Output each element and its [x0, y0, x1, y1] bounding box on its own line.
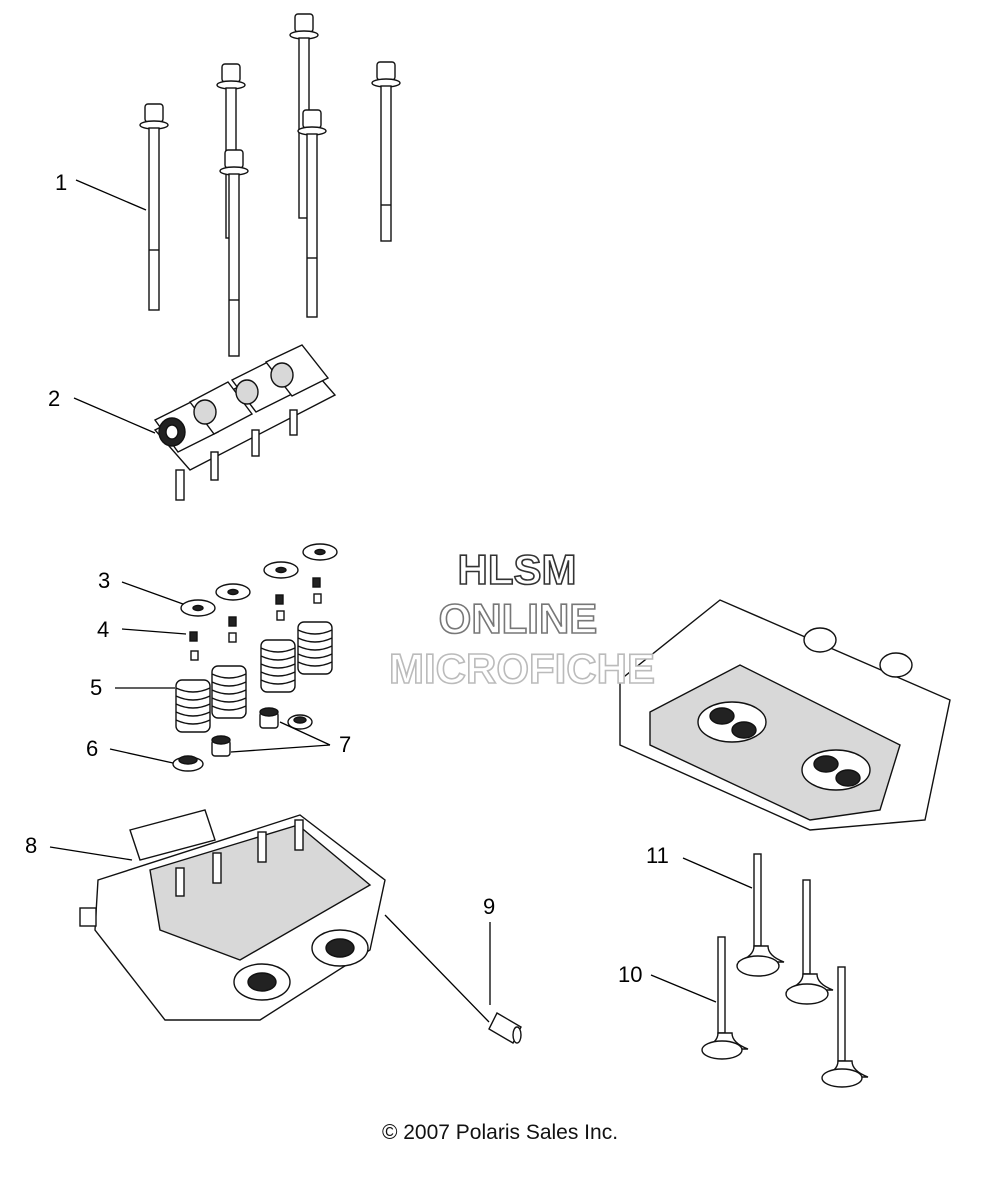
- callout-9: 9: [483, 894, 495, 919]
- valve-retainer: [180, 599, 216, 617]
- callout-10: 10: [618, 962, 642, 987]
- valve-keeper: [228, 616, 237, 643]
- cylinder-head-underside: [619, 599, 951, 831]
- leader-lines: [49, 179, 753, 1023]
- valve-keeper: [189, 631, 199, 661]
- leader-line: [109, 748, 174, 764]
- exhaust-valve: [701, 936, 749, 1060]
- valve-stem-seal: [287, 714, 313, 730]
- valve-keeper: [312, 577, 322, 604]
- valve-stem-seals: [211, 707, 313, 757]
- rocker-arm-assembly: [153, 344, 337, 501]
- valve-springs: [175, 621, 333, 733]
- exhaust-valves: [701, 936, 869, 1088]
- spring-seat: [172, 755, 204, 772]
- leader-line: [75, 179, 147, 211]
- valve-spring: [260, 639, 296, 693]
- leader-line: [121, 581, 184, 605]
- callout-3: 3: [98, 568, 110, 593]
- copyright-notice: © 2007 Polaris Sales Inc.: [381, 1121, 619, 1144]
- callout-labels: 1 2 3 4 5 6 7 8 9 10 11: [25, 170, 669, 987]
- valve-stem-seal: [259, 707, 279, 729]
- valve-keepers: [189, 577, 322, 661]
- head-bolt: [219, 149, 249, 357]
- watermark-line-1: HLSM: [458, 546, 577, 593]
- callout-2: 2: [48, 386, 60, 411]
- intake-valves: [736, 853, 834, 1005]
- callout-6: 6: [86, 736, 98, 761]
- valve-spring: [211, 665, 247, 719]
- head-bolt: [371, 61, 401, 242]
- leader-line: [650, 974, 717, 1003]
- callout-7: 7: [339, 732, 351, 757]
- leader-line: [279, 721, 331, 746]
- cylinder-head-stud: [175, 867, 185, 897]
- callout-8: 8: [25, 833, 37, 858]
- callout-4: 4: [97, 617, 109, 642]
- callout-5: 5: [90, 675, 102, 700]
- head-bolt: [297, 109, 327, 318]
- leader-line: [73, 397, 156, 434]
- leader-line: [230, 744, 331, 753]
- valve-retainer: [263, 561, 299, 579]
- leader-line: [384, 914, 490, 1023]
- leader-line: [49, 846, 133, 861]
- leader-line: [682, 857, 753, 889]
- callout-1: 1: [55, 170, 67, 195]
- exhaust-valve: [821, 966, 869, 1088]
- valve-stem-seal: [211, 735, 231, 757]
- valve-retainer: [302, 543, 338, 561]
- cylinder-head-stud: [212, 852, 222, 884]
- callout-11: 11: [646, 843, 669, 868]
- dowel-pin: [488, 1012, 522, 1044]
- cylinder-head-stud: [294, 819, 304, 851]
- intake-valve: [736, 853, 785, 977]
- watermark-line-3: MICROFICHE: [389, 645, 655, 692]
- valve-spring: [297, 621, 333, 675]
- cylinder-head-stud: [257, 831, 267, 863]
- valve-retainers: [180, 543, 338, 617]
- valve-spring: [175, 679, 211, 733]
- leader-line: [121, 628, 187, 635]
- head-bolt: [139, 103, 169, 311]
- cylinder-head: [79, 809, 386, 1021]
- rocker-arm: [264, 344, 330, 436]
- combustion-chamber: [697, 701, 767, 743]
- intake-valve: [785, 879, 834, 1005]
- combustion-chamber: [801, 749, 871, 791]
- watermark: HLSM ONLINE MICROFICHE: [388, 545, 656, 693]
- watermark-line-2: ONLINE: [439, 595, 598, 642]
- head-bolts: [139, 13, 401, 357]
- valve-retainer: [215, 583, 251, 601]
- valve-keeper: [275, 594, 285, 621]
